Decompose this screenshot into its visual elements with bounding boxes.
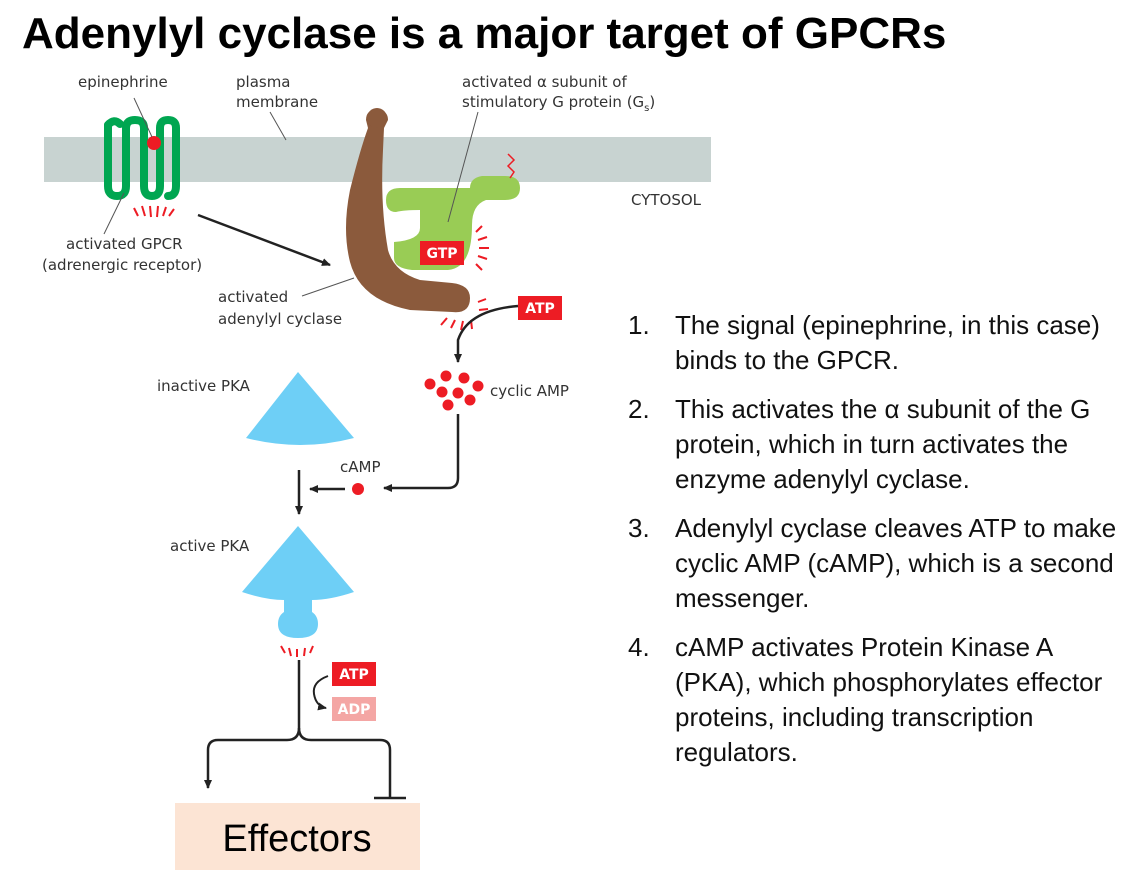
cyclase-label-2: adenylyl cyclase [218, 310, 342, 328]
plasma-membrane-label-1: plasma [236, 73, 291, 91]
gtp-label: GTP [426, 246, 457, 262]
g-alpha-subunit [386, 176, 520, 270]
step-number: 2. [628, 394, 650, 424]
inactive-pka-label: inactive PKA [157, 377, 251, 395]
epinephrine-molecule [147, 136, 161, 150]
step-number: 1. [628, 310, 650, 340]
adp-label: ADP [338, 702, 371, 718]
step-item: 1. The signal (epinephrine, in this case)… [628, 308, 1128, 378]
effectors-label: Effectors [222, 818, 371, 860]
inactive-pka [246, 372, 354, 445]
step-text: This activates the α subunit of the G pr… [675, 394, 1091, 494]
step-item: 2. This activates the α subunit of the G … [628, 392, 1128, 497]
atp-tag-top: ATP [518, 296, 562, 320]
cyclic-amp-molecules [424, 370, 484, 411]
step-number: 3. [628, 513, 650, 543]
gpcr-label-1: activated GPCR [66, 235, 183, 253]
steps-list: 1. The signal (epinephrine, in this case)… [628, 308, 1128, 784]
pka-activation-rays [280, 645, 314, 657]
atp-top-label: ATP [525, 301, 555, 317]
gpcr-to-cyclase-arrow [197, 213, 331, 267]
cytosol-label: CYTOSOL [631, 191, 702, 209]
atp-to-camp-arrow [454, 304, 519, 363]
cyclic-amp-label: cyclic AMP [490, 382, 569, 400]
gtp-tag: GTP [420, 241, 464, 265]
step-text: The signal (epinephrine, in this case) b… [675, 310, 1100, 375]
step-number: 4. [628, 632, 650, 662]
plasma-membrane-label-2: membrane [236, 93, 318, 111]
step-item: 4. cAMP activates Protein Kinase A (PKA),… [628, 630, 1128, 770]
camp-to-pka-arrow [383, 414, 460, 492]
g-alpha-label-2-main: stimulatory G protein (G [462, 93, 644, 111]
step-text: Adenylyl cyclase cleaves ATP to make cyc… [675, 513, 1117, 613]
epinephrine-label: epinephrine [78, 73, 168, 91]
g-protein-lipid-anchor [506, 153, 516, 179]
atp-bottom-label: ATP [339, 667, 369, 683]
step-item: 3. Adenylyl cyclase cleaves ATP to make c… [628, 511, 1128, 616]
g-alpha-label-close: ) [649, 93, 655, 111]
atp-tag-bottom: ATP [332, 662, 376, 686]
slide-title: Adenylyl cyclase is a major target of GP… [22, 9, 947, 58]
effectors-box [175, 803, 420, 870]
gpcr-activation-rays [133, 205, 175, 218]
adenylyl-cyclase [346, 110, 470, 313]
adp-tag: ADP [332, 697, 376, 721]
g-alpha-subscript: s [644, 103, 649, 114]
leader-lines [103, 97, 479, 297]
step-text: cAMP activates Protein Kinase A (PKA), w… [675, 632, 1103, 767]
active-pka [242, 526, 354, 638]
effector-branches [204, 660, 406, 800]
active-pka-label: active PKA [170, 537, 250, 555]
cyclase-label-1: activated [218, 288, 288, 306]
gtp-activation-rays [475, 225, 489, 271]
g-alpha-label-1: activated α subunit of [462, 73, 627, 91]
atp-adp-arrow [312, 675, 329, 711]
camp-label: cAMP [340, 458, 381, 476]
camp-molecule [352, 483, 364, 495]
gpcr-label-2: (adrenergic receptor) [42, 256, 202, 274]
g-alpha-label-2: stimulatory G protein (Gs) [462, 93, 655, 114]
